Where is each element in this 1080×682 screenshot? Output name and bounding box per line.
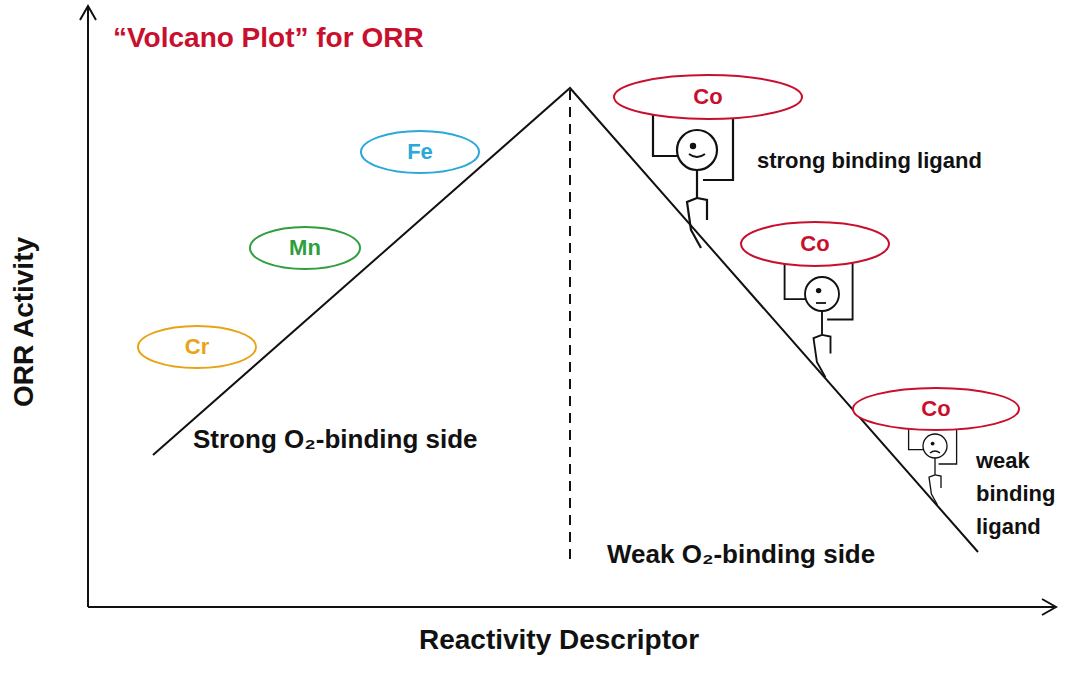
metal-ellipse: Mn [249, 226, 361, 270]
axis-title: ORR Activity [8, 237, 40, 407]
metal-label: Co [921, 396, 950, 422]
metal-ellipse: Co [740, 221, 890, 267]
metal-label: Mn [289, 235, 321, 261]
metal-label: Co [800, 231, 829, 257]
axis-title: Reactivity Descriptor [419, 624, 699, 656]
metal-ellipse: Co [613, 74, 803, 120]
metal-ellipse: Co [852, 387, 1020, 431]
metal-label: Cr [185, 334, 209, 360]
metal-ellipse: Fe [360, 130, 480, 174]
region-label: Weak O₂-binding side [607, 539, 875, 570]
metal-ellipse: Cr [137, 325, 257, 369]
ligand-note: weak binding ligand [976, 444, 1068, 543]
region-label: Strong O₂-binding side [193, 424, 478, 455]
ligand-note: strong binding ligand [757, 148, 982, 174]
chart-title: “Volcano Plot” for ORR [113, 22, 424, 54]
metal-label: Fe [407, 139, 433, 165]
metal-label: Co [693, 84, 722, 110]
